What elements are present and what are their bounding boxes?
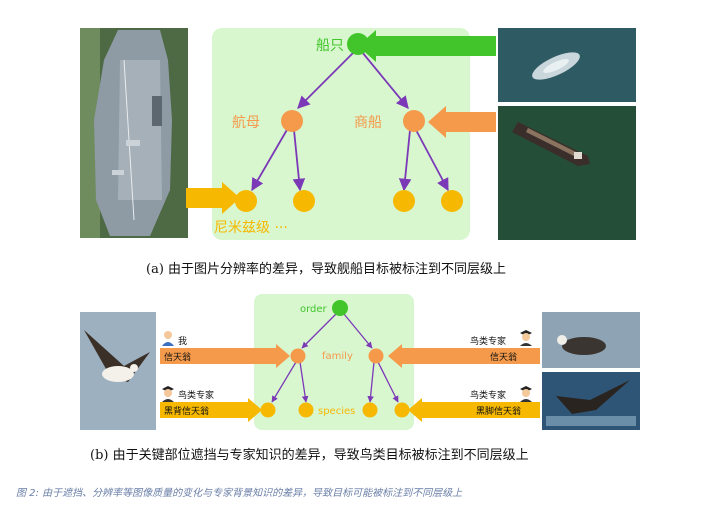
yellow-arrow-leaf: [186, 182, 240, 214]
orange-arrow-merchant: [428, 106, 496, 138]
carrier-label: 航母: [232, 115, 260, 131]
yellow-arrow-left: [160, 398, 262, 422]
leaf-label: 尼米兹级 ···: [214, 220, 288, 236]
figure-caption: 图 2: 由于遮挡、分辨率等图像质量的变化与专家背景知识的差异，导致目标可能被标…: [16, 488, 463, 499]
orange-arrow-right: [388, 344, 540, 368]
person-icon: [162, 331, 174, 346]
leaf-node-4: [441, 190, 463, 212]
carrier-node: [281, 110, 303, 132]
carrier-photo: [80, 28, 188, 238]
orange-arrow-left: [160, 344, 290, 368]
left-bottom-person: 鸟类专家: [178, 389, 214, 401]
hierarchy-panel-b: [254, 294, 414, 430]
ship-photo-large: [498, 106, 636, 240]
bird-photo-left: [80, 312, 156, 430]
expert-icon: [162, 386, 174, 402]
species-node-4: [394, 402, 410, 418]
merchant-label: 商船: [354, 115, 382, 131]
right-bottom-person: 鸟类专家: [470, 389, 506, 401]
root-label: 船只: [316, 38, 344, 54]
species-node-2: [298, 402, 314, 418]
edges-panel-b: [271, 313, 399, 403]
caption-panel-a: (a) 由于图片分辨率的差异，导致舰船目标被标注到不同层级上: [146, 262, 507, 277]
caption-panel-b: (b) 由于关键部位遮挡与专家知识的差异，导致鸟类目标被标注到不同层级上: [90, 448, 529, 463]
species-label: species: [318, 406, 355, 417]
species-node-3: [362, 402, 378, 418]
expert-icon: [520, 386, 532, 402]
merchant-node: [403, 110, 425, 132]
ship-photo-small: [498, 28, 636, 102]
left-top-tag: 信天翁: [164, 351, 191, 363]
leaf-node-2: [293, 190, 315, 212]
order-label: order: [300, 304, 328, 315]
family-node-left: [290, 348, 306, 364]
right-top-tag: 信天翁: [490, 351, 517, 363]
bird-photo-right-top: [542, 312, 640, 368]
green-arrow-root: [358, 30, 496, 62]
root-node: [347, 33, 369, 55]
left-top-person: 我: [178, 336, 187, 347]
yellow-arrow-right: [408, 398, 540, 422]
edges-panel-a: [251, 51, 449, 192]
species-node-1: [260, 402, 276, 418]
right-bottom-tag: 黑脚信天翁: [476, 405, 521, 417]
left-bottom-tag: 黑背信天翁: [164, 405, 209, 417]
leaf-node-1: [235, 190, 257, 212]
leaf-node-3: [393, 190, 415, 212]
bird-photo-right-bottom: [542, 372, 640, 430]
family-label: family: [322, 351, 353, 362]
expert-icon: [520, 330, 532, 346]
family-node-right: [368, 348, 384, 364]
right-top-person: 鸟类专家: [470, 335, 506, 347]
order-node: [332, 300, 348, 316]
